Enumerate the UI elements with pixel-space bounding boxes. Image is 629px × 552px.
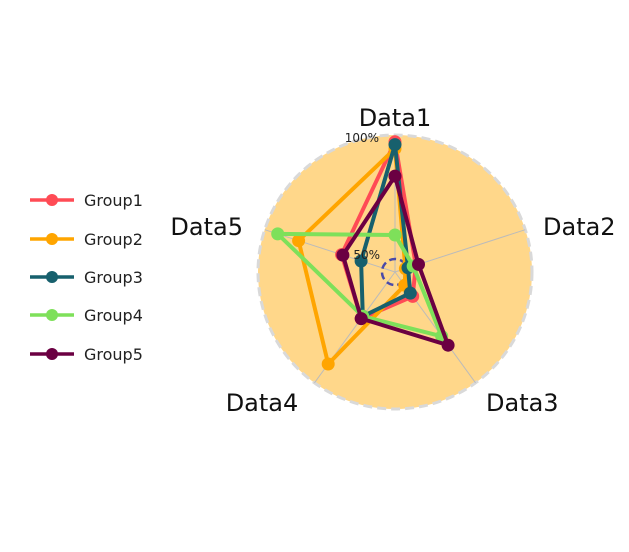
point-group3-data3[interactable]: [403, 286, 417, 300]
legend-item-group2[interactable]: Group2: [30, 230, 143, 249]
legend-item-group3[interactable]: Group3: [30, 268, 143, 287]
spoke-data5: [264, 229, 396, 273]
legend-label-group1: Group1: [84, 191, 143, 210]
legend-label-group5: Group5: [84, 345, 143, 364]
point-group3-data5[interactable]: [354, 254, 368, 268]
axis-labels: Data1 Data2 Data3 Data4 Data5 100% 50%: [170, 104, 615, 417]
point-group5-data4[interactable]: [354, 312, 368, 326]
legend-marker-group2: [46, 233, 58, 245]
point-group5-data3[interactable]: [441, 338, 455, 352]
legend-item-group4[interactable]: Group4: [30, 306, 143, 325]
series-line-group3: [359, 142, 413, 319]
axis-label-data2: Data2: [543, 213, 616, 241]
axis-label-data5: Data5: [170, 213, 243, 241]
legend-marker-group1: [46, 194, 58, 206]
legend-label-group3: Group3: [84, 268, 143, 287]
legend-marker-group5: [46, 348, 58, 360]
legend-label-group2: Group2: [84, 230, 143, 249]
point-group4-data1[interactable]: [388, 228, 402, 242]
axis-label-data3: Data3: [486, 389, 559, 417]
series-line-group5: [340, 174, 451, 348]
legend-marker-group3: [46, 271, 58, 283]
legend-item-group5[interactable]: Group5: [30, 345, 143, 364]
point-group5-data2[interactable]: [412, 257, 425, 271]
point-group2-data4[interactable]: [321, 357, 335, 371]
point-group5-data5[interactable]: [336, 248, 350, 262]
series-group5: [336, 169, 455, 352]
point-group5-data1[interactable]: [388, 169, 402, 183]
axis-label-data1: Data1: [359, 104, 432, 132]
axis-label-data4: Data4: [226, 389, 299, 417]
legend: Group1 Group2 Group3 Group4 Group5: [30, 191, 143, 364]
point-group2-data5[interactable]: [292, 234, 306, 248]
point-group4-data5[interactable]: [271, 227, 285, 241]
legend-label-group4: Group4: [84, 306, 143, 325]
series-group4: [271, 227, 449, 343]
tick-label-100: 100%: [345, 131, 379, 145]
legend-marker-group4: [46, 309, 58, 321]
tick-label-50: 50%: [353, 248, 380, 262]
point-group3-data1[interactable]: [388, 138, 402, 152]
series-group: [271, 135, 455, 371]
legend-item-group1[interactable]: Group1: [30, 191, 143, 210]
